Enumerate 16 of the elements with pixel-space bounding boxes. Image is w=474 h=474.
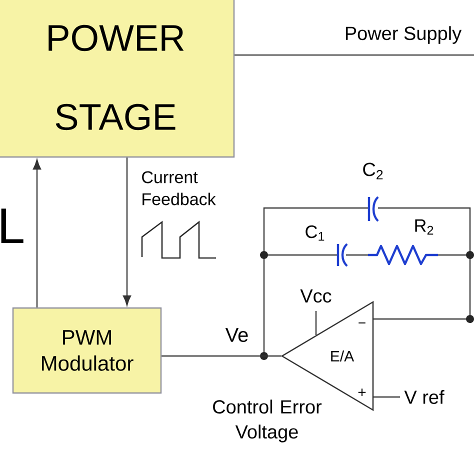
- plus-sign: +: [358, 388, 366, 396]
- block-box: POWER STAGE: [0, 0, 235, 158]
- pin-label: Vcc: [300, 289, 332, 303]
- waveform-label: Current Feedback: [142, 171, 216, 206]
- component-label: R$_{2}$: [415, 219, 434, 235]
- signal-label: Control Error Voltage: [213, 400, 322, 442]
- arrow: [32, 159, 42, 308]
- component-label: C$_{1}$: [306, 225, 324, 241]
- letter-label: L: [1, 208, 24, 243]
- edge-label: Ve: [225, 328, 248, 342]
- minus-sign: −: [358, 322, 366, 324]
- pin-label: V ref: [404, 390, 444, 404]
- arrow: [122, 158, 132, 306]
- block-box: PWM Modulator: [12, 307, 162, 394]
- component-label: C$_{2}$: [363, 162, 383, 180]
- edge-label: Power Supply: [346, 26, 462, 44]
